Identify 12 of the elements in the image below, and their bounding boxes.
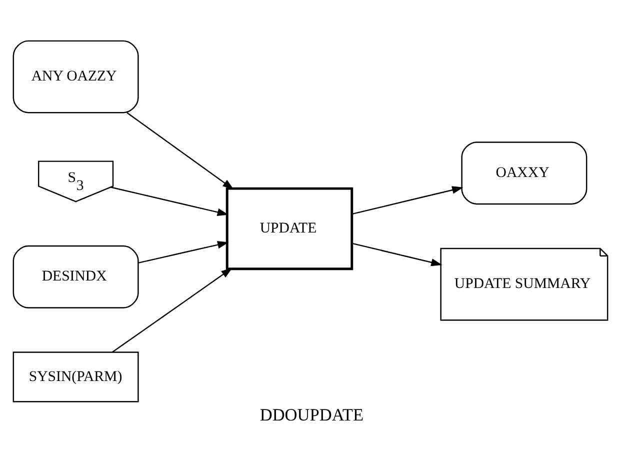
arrow	[352, 242, 442, 266]
arrow	[110, 186, 229, 216]
node-box: SYSIN(PARM)	[12, 351, 139, 402]
node-box: UPDATE	[226, 186, 354, 270]
node-box: OAXXY	[461, 141, 588, 204]
caption: DDOUPDATE	[260, 404, 364, 424]
arrow	[138, 240, 229, 263]
arrow	[112, 267, 232, 352]
arrow	[352, 186, 464, 214]
arrow	[126, 112, 234, 189]
node-box: DESINDX	[12, 244, 139, 308]
node-box: ANY OAZZY	[12, 40, 139, 113]
